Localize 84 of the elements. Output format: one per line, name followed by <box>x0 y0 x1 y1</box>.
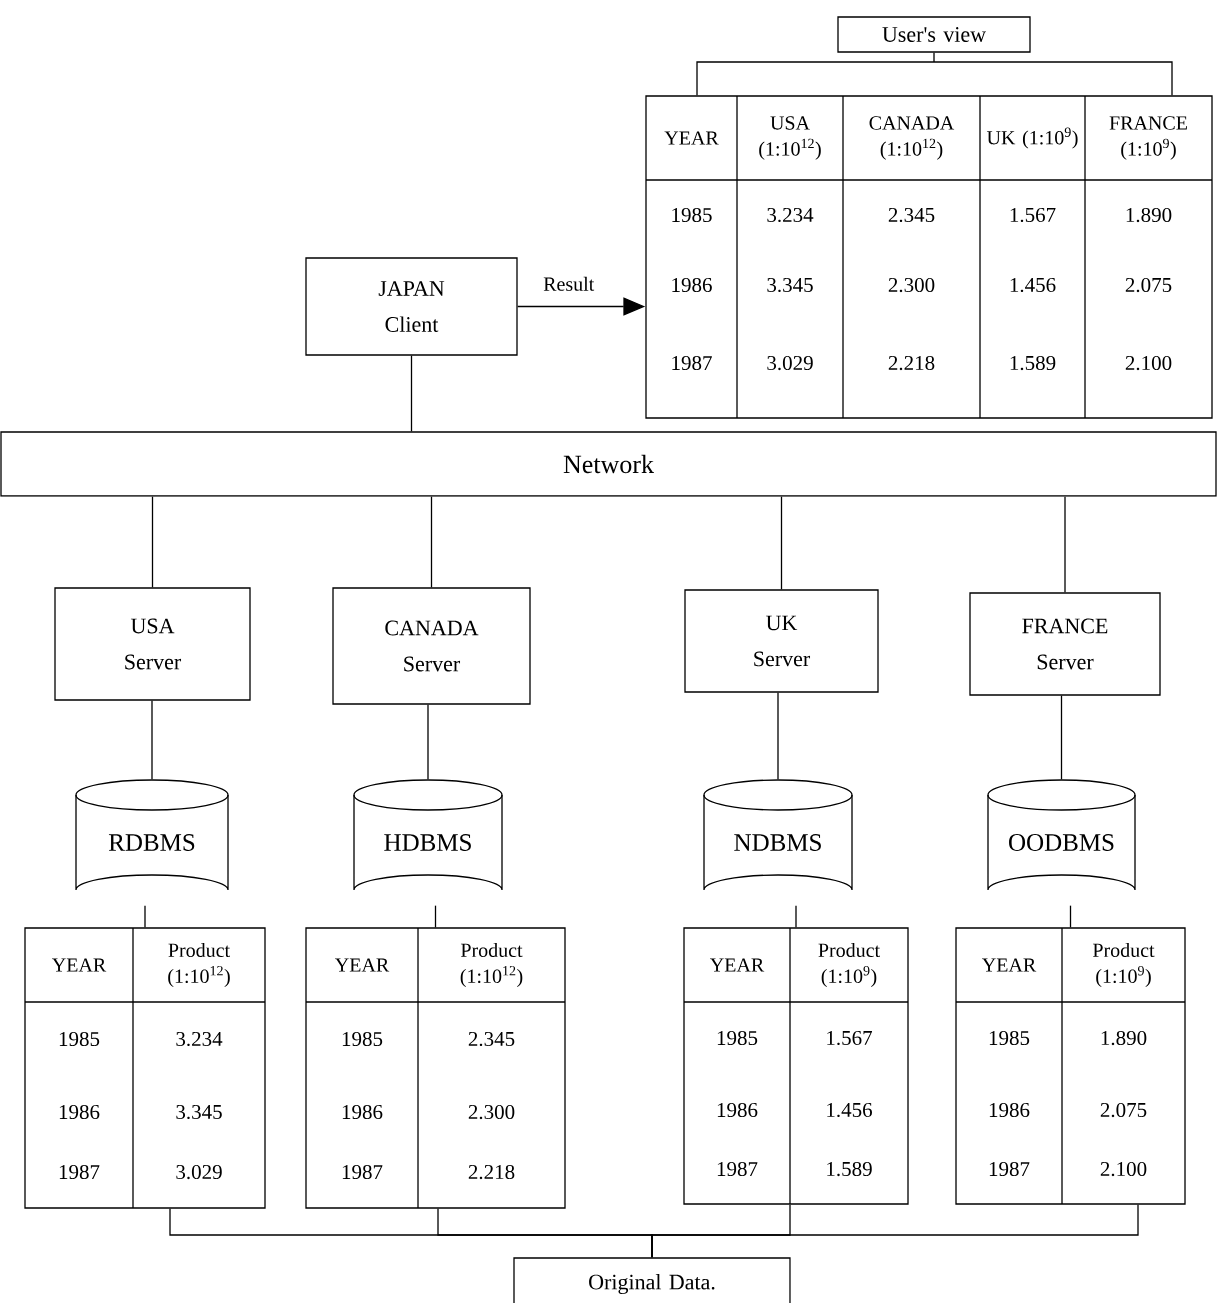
database-cylinder: RDBMS <box>75 779 229 891</box>
connector-line <box>410 355 413 432</box>
table-cell: CANADA (1:10$^{12}$) <box>869 116 955 160</box>
connector-line <box>151 496 154 588</box>
table-cell: UK (1:10$^{9}$) <box>986 127 1078 149</box>
table-cell: 3.234 <box>176 1031 223 1047</box>
node-label: OODBMS <box>1009 834 1114 851</box>
table-cell: 1987 <box>717 1161 758 1177</box>
table-cell: 2.218 <box>468 1164 515 1180</box>
table-cell: 2.345 <box>468 1031 515 1047</box>
connector-line <box>151 700 153 780</box>
table-cell: 3.029 <box>767 355 813 371</box>
connector-line <box>1069 905 1072 928</box>
table-cell: 1.567 <box>827 1030 872 1046</box>
table-cell: 2.345 <box>888 207 935 223</box>
node-label: HDBMS <box>384 834 471 851</box>
connector-line <box>1064 496 1066 593</box>
table-cell: YEAR <box>982 958 1037 972</box>
table-cell: 1.456 <box>1010 277 1056 293</box>
connector-line <box>430 496 433 588</box>
table-cell: 2.300 <box>468 1104 515 1120</box>
table-cell: YEAR <box>52 958 107 972</box>
table-cell: Product (1:10$^{9}$) <box>818 942 880 988</box>
table-cell: 1987 <box>989 1161 1030 1177</box>
table-cell: YEAR <box>335 958 390 972</box>
server-box: USA Server <box>54 587 251 701</box>
table-cell: 3.234 <box>767 207 814 223</box>
bracket-line <box>696 52 1173 96</box>
label-box: User's view <box>837 16 1031 53</box>
database-cylinder: OODBMS <box>987 779 1136 891</box>
table-cell: 2.100 <box>1100 1161 1147 1177</box>
table-cell: 1987 <box>59 1164 100 1180</box>
table-cell: 1985 <box>59 1031 100 1047</box>
table-cell: 2.100 <box>1125 355 1172 371</box>
table-cell: 1.589 <box>1010 355 1056 371</box>
database-cylinder: NDBMS <box>703 779 853 891</box>
node-label: NDBMS <box>734 834 821 851</box>
table-cell: 1985 <box>342 1031 383 1047</box>
table-cell: YEAR <box>664 131 719 145</box>
database-cylinder: HDBMS <box>353 779 503 891</box>
table-cell: 1985 <box>717 1030 758 1046</box>
table-cell: YEAR <box>710 958 765 972</box>
table-cell: 2.218 <box>888 355 935 371</box>
connector-line <box>651 1204 1139 1258</box>
server-box: FRANCE Server <box>969 592 1161 696</box>
table-cell: 1986 <box>342 1104 383 1120</box>
table-cell: 1985 <box>672 207 712 223</box>
table-cell: 2.075 <box>1125 277 1172 293</box>
table-cell: FRANCE (1:10$^{9}$) <box>1109 116 1187 160</box>
table-cell: USA (1:10$^{12}$) <box>759 116 821 160</box>
table-cell: 1.567 <box>1010 207 1056 223</box>
connector-line <box>777 692 779 780</box>
connector-line <box>1060 695 1063 780</box>
table-cell: 1.890 <box>1101 1030 1147 1046</box>
connector-line <box>427 704 429 780</box>
table-cell: 1986 <box>59 1104 100 1120</box>
table-cell: 1986 <box>672 277 712 293</box>
label-box: Original Data. <box>513 1257 791 1303</box>
table-cell: 1986 <box>989 1102 1030 1118</box>
table-cell: 1987 <box>672 355 712 371</box>
table-cell: 1.890 <box>1126 207 1172 223</box>
table-cell: 1985 <box>989 1030 1030 1046</box>
server-box: UK Server <box>684 589 879 693</box>
table-cell: 1987 <box>342 1164 383 1180</box>
table-cell: 3.345 <box>767 277 813 293</box>
connector-line <box>795 905 797 928</box>
edge-label: Result <box>543 276 595 291</box>
network-bar: Network <box>0 431 1217 497</box>
table-cell: 1.456 <box>827 1102 872 1118</box>
table-cell: Product (1:10$^{12}$) <box>168 942 230 988</box>
table-cell: 3.029 <box>176 1164 222 1180</box>
server-box: CANADA Server <box>332 587 531 705</box>
table-cell: 2.075 <box>1100 1102 1147 1118</box>
client-box: JAPAN Client <box>305 257 518 356</box>
connector-line <box>434 905 437 928</box>
table-cell: 3.345 <box>176 1104 222 1120</box>
table-cell: 1.589 <box>827 1161 872 1177</box>
connector-line <box>144 905 146 928</box>
table-cell: 1986 <box>717 1102 758 1118</box>
table-cell: 2.300 <box>888 277 935 293</box>
connector-line <box>780 496 783 590</box>
table-cell: Product (1:10$^{12}$) <box>460 942 523 988</box>
node-label: RDBMS <box>108 834 195 851</box>
table-cell: Product (1:10$^{9}$) <box>1092 942 1155 988</box>
